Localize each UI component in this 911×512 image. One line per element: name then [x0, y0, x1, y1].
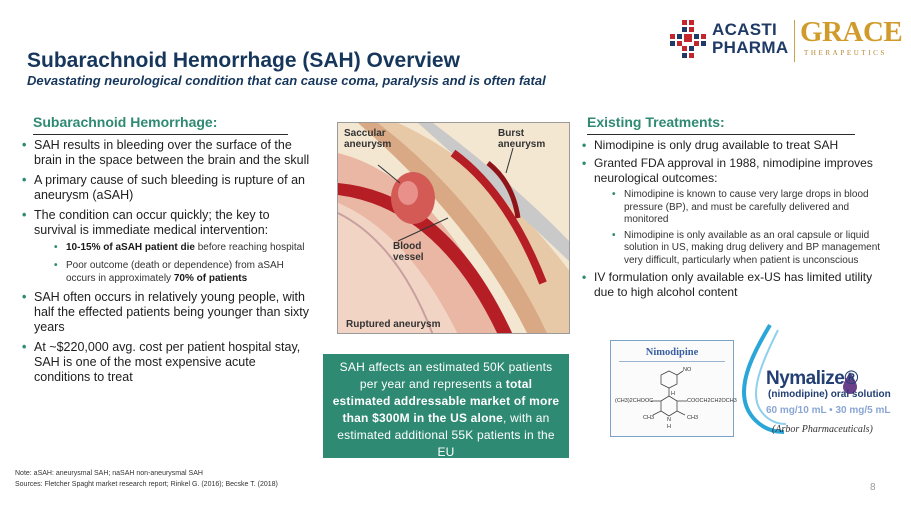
left-section-rule [33, 134, 288, 135]
nimo-left-group: (CH3)2CHOOC [615, 398, 654, 404]
grace-therapeutics-logo: GRACE THERAPEUTICS [800, 16, 908, 62]
right-section-rule [587, 134, 855, 135]
sah-bullet-3-sublist: 10-15% of aSAH patient die before reachi… [54, 241, 312, 285]
aneurysm-drawing [338, 123, 569, 333]
page-title: Subarachnoid Hemorrhage (SAH) Overview [27, 49, 460, 72]
label-burst-aneurysm: Burst aneurysm [498, 128, 546, 150]
sah-sub-bullet-1-bold: 10-15% of aSAH patient die [66, 242, 195, 253]
nimo-right-group: COOCH2CH2OCH3 [687, 398, 737, 404]
footer-sources: Sources: Fletcher Spaght market research… [15, 481, 278, 488]
label-blood-vessel: Blood vessel [393, 241, 424, 263]
acasti-logo-line1: ACASTI [712, 20, 778, 39]
label-ruptured-aneurysm: Ruptured aneurysm [346, 319, 441, 330]
nimo-ch3-left: CH3 [643, 415, 655, 421]
page-number: 8 [870, 482, 876, 493]
logo-divider [794, 20, 795, 62]
treatments-bullet-list: Nimodipine is only drug available to tre… [582, 138, 882, 303]
nymalize-dose: 60 mg/10 mL • 30 mg/5 mL [766, 405, 891, 416]
nimodipine-structure-box: Nimodipine NO H (CH3)2CHOOC COOCH2CH2OCH… [610, 340, 737, 437]
callout-bold: total estimated addressable market of mo… [332, 377, 560, 425]
nimodipine-title: Nimodipine [645, 347, 699, 358]
sah-bullet-3: The condition can occur quickly; the key… [22, 208, 312, 285]
nimo-n: N [667, 417, 671, 423]
treatment-sub-bullet-2: Nimodipine is only available as an oral … [612, 230, 882, 268]
treatment-bullet-1: Nimodipine is only drug available to tre… [582, 138, 882, 153]
treatment-sub-bullet-1: Nimodipine is known to cause very large … [612, 189, 882, 227]
page-subtitle: Devastating neurological condition that … [27, 73, 546, 88]
nymalize-maker: (Arbor Pharmaceuticals) [772, 424, 873, 435]
treatment-bullet-2-text: Granted FDA approval in 1988, nimodipine… [594, 156, 873, 185]
nymalize-drop-icon [742, 323, 857, 434]
sah-bullet-2: A primary cause of such bleeding is rupt… [22, 173, 312, 203]
callout-text-2: , with an estimated additional 55K patie… [337, 411, 555, 459]
aneurysm-illustration: Saccular aneurysm Burst aneurysm Blood v… [337, 122, 570, 334]
acasti-pharma-logo: ACASTI PHARMA [668, 18, 790, 62]
sah-bullet-5: At ~$220,000 avg. cost per patient hospi… [22, 340, 312, 385]
sah-bullet-list: SAH results in bleeding over the surface… [22, 138, 312, 390]
sah-sub-bullet-2: Poor outcome (death or dependence) from … [54, 259, 312, 285]
acasti-logo-line2: PHARMA [712, 38, 789, 57]
nimodipine-title-rule [619, 361, 725, 362]
nymalize-name: Nymalize® [766, 368, 858, 389]
grace-logo-sub: THERAPEUTICS [804, 49, 887, 57]
nimo-nh-h: H [667, 424, 671, 430]
sah-sub-bullet-2-text: Poor outcome (death or dependence) from … [66, 260, 284, 284]
nimo-h: H [671, 391, 675, 397]
grace-logo-word: GRACE [800, 16, 903, 48]
sah-bullet-1: SAH results in bleeding over the surface… [22, 138, 312, 168]
sah-bullet-4: SAH often occurs in relatively young peo… [22, 290, 312, 335]
acasti-logo-text: ACASTI PHARMA [712, 21, 788, 57]
sah-bullet-3-text: The condition can occur quickly; the key… [34, 208, 270, 237]
sah-sub-bullet-1-rest: before reaching hospital [194, 242, 305, 253]
treatment-bullet-2-sublist: Nimodipine is known to cause very large … [612, 189, 882, 267]
nimo-ch3-right: CH3 [687, 415, 699, 421]
treatment-bullet-3: IV formulation only available ex-US has … [582, 270, 882, 300]
sah-sub-bullet-1: 10-15% of aSAH patient die before reachi… [54, 241, 312, 254]
right-section-heading: Existing Treatments: [587, 114, 725, 130]
nimo-no2: NO [683, 367, 692, 373]
acasti-cross-icon [670, 20, 706, 58]
nymalize-product-graphic: Nymalize® (nimodipine) oral solution 60 … [742, 320, 902, 440]
label-saccular-aneurysm: Saccular aneurysm [344, 128, 392, 150]
footer-note: Note: aSAH: aneurysmal SAH; naSAH non-an… [15, 470, 203, 477]
treatment-bullet-2: Granted FDA approval in 1988, nimodipine… [582, 156, 882, 267]
callout-text-1: SAH affects an estimated 50K patients pe… [339, 360, 553, 391]
left-section-heading: Subarachnoid Hemorrhage: [33, 114, 218, 130]
nimodipine-molecule-icon [651, 370, 687, 417]
market-callout-box: SAH affects an estimated 50K patients pe… [323, 354, 569, 459]
sah-sub-bullet-2-bold: 70% of patients [173, 273, 248, 284]
nymalize-subtitle: (nimodipine) oral solution [768, 389, 891, 400]
